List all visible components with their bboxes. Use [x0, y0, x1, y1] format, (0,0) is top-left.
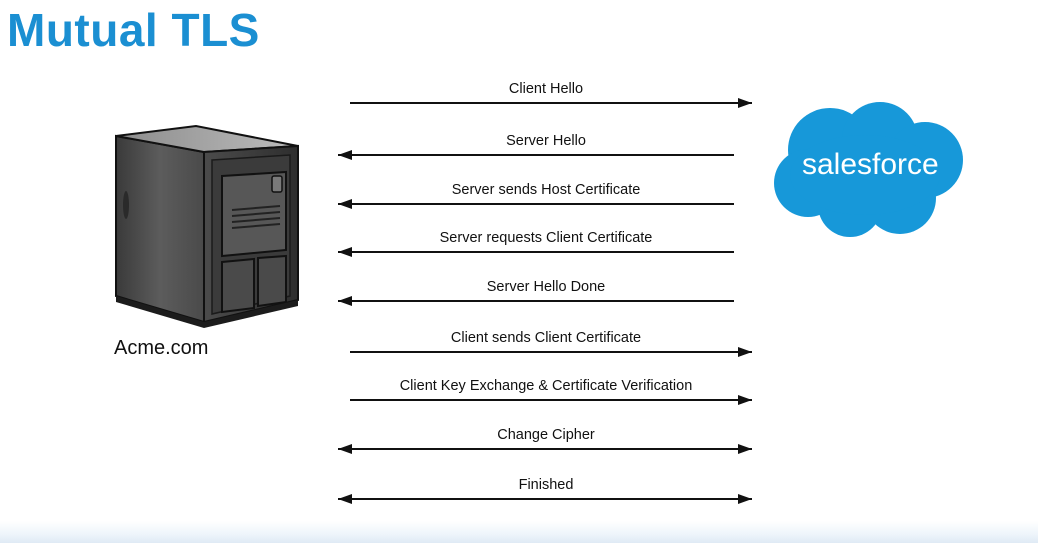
message-arrow — [338, 494, 752, 504]
message-arrow — [338, 296, 734, 306]
message-arrow — [338, 247, 734, 257]
message-label: Change Cipher — [497, 427, 595, 443]
message-arrow — [350, 347, 752, 357]
message-label: Server Hello Done — [486, 279, 606, 295]
message-label: Finished — [518, 477, 574, 493]
message-label: Server sends Host Certificate — [451, 182, 641, 198]
message-label: Client Hello — [508, 81, 584, 97]
client-label: Acme.com — [114, 337, 209, 359]
message-arrow — [350, 98, 752, 108]
message-arrow — [338, 150, 734, 160]
message-label: Server requests Client Certificate — [439, 230, 653, 246]
message-arrow — [338, 199, 734, 209]
message-arrow — [338, 444, 752, 454]
message-label: Client Key Exchange & Certificate Verifi… — [399, 378, 693, 394]
bottom-fade-bar — [0, 521, 1038, 543]
salesforce-logo-text: salesforce — [802, 148, 939, 181]
page-title: Mutual TLS — [7, 4, 260, 56]
message-arrow — [350, 395, 752, 405]
message-label: Server Hello — [506, 133, 586, 149]
message-label: Client sends Client Certificate — [450, 330, 642, 346]
